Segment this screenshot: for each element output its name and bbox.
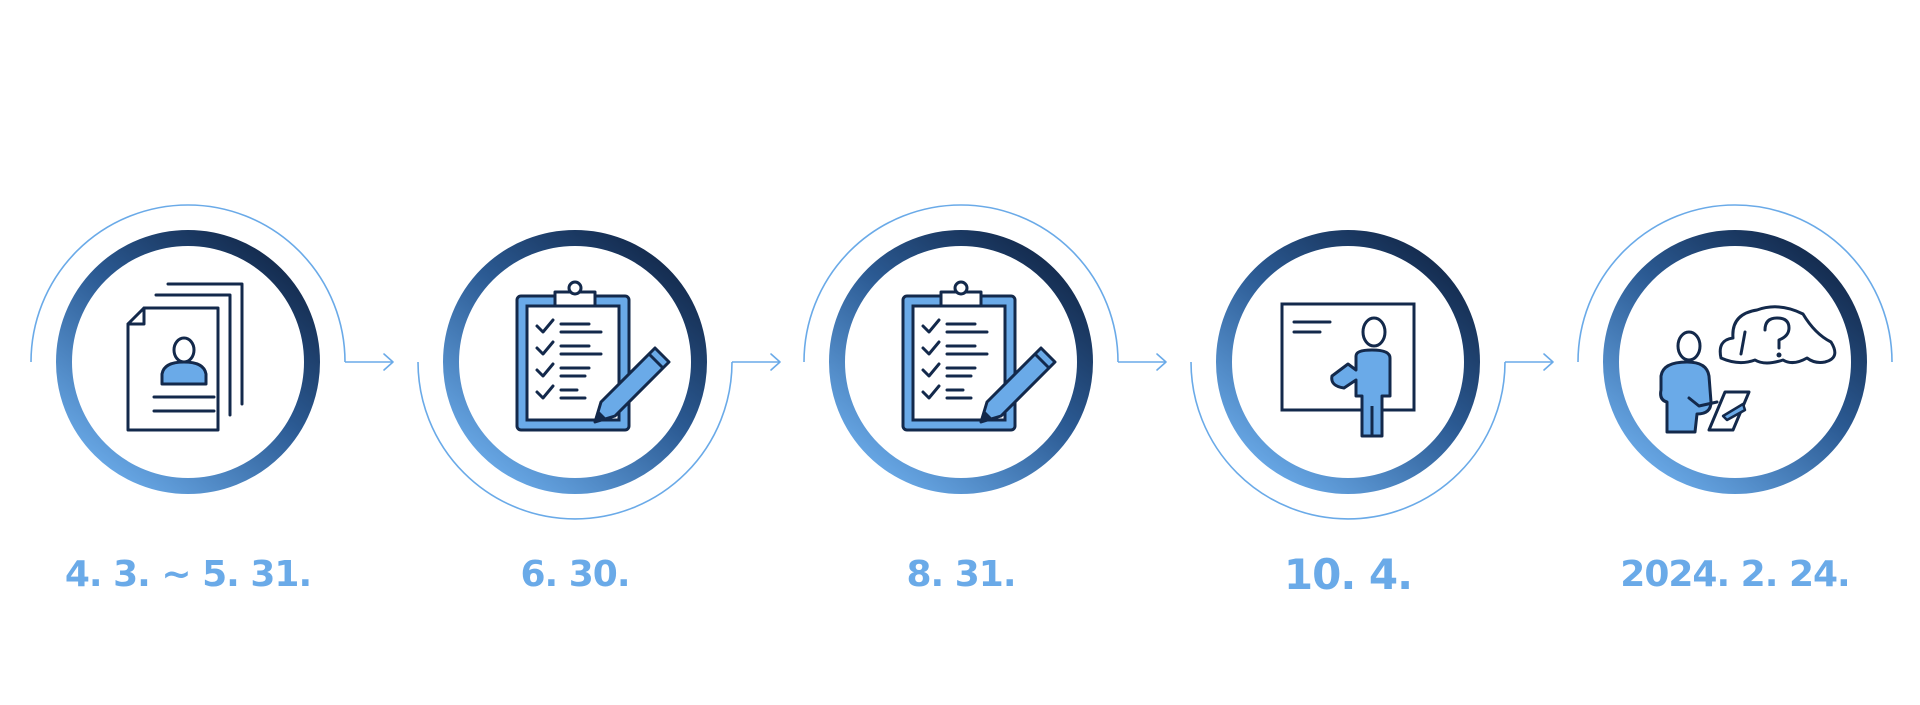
interview-question-icon [1659,305,1837,434]
arrow-right-icon [1543,353,1554,371]
step-1-date: 4. 3. ~ 5. 31. [64,554,312,595]
step-5-outer-arc [1577,204,1893,363]
step-3-date: 8. 31. [906,554,1016,595]
step-5-date: 2024. 2. 24. [1620,554,1850,595]
resume-documents-icon [126,282,244,432]
step-2-outer-arc [417,361,733,520]
step-4-outer-arc [1190,361,1506,520]
arrow-right-icon [1156,353,1167,371]
arrow-right-icon [383,353,394,371]
clipboard-checklist-icon [901,280,1057,432]
step-1 [30,204,394,494]
step-3-outer-arc [803,204,1119,363]
step-2-date: 6. 30. [520,554,630,595]
clipboard-checklist-icon [515,280,671,432]
arrow-right-icon [770,353,781,371]
presenter-board-icon [1280,302,1416,438]
step-1-outer-arc [30,204,346,363]
step-4-date: 10. 4. [1283,550,1413,599]
